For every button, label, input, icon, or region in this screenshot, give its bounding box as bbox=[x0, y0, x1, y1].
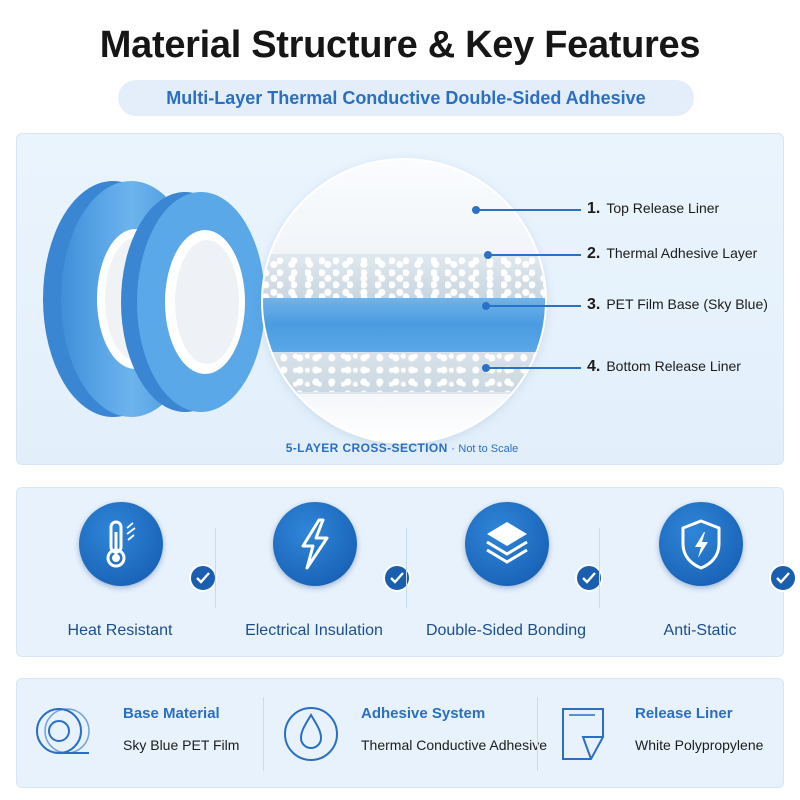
feature-label: Anti-Static bbox=[663, 622, 737, 639]
feature-double-sided-bonding: Double-Sided Bonding bbox=[421, 502, 603, 652]
callout-line bbox=[487, 254, 581, 256]
callout-2: 2.Thermal Adhesive Layer bbox=[484, 243, 787, 267]
feature-label: Electrical Insulation bbox=[245, 622, 383, 639]
shield-lightning-icon bbox=[681, 519, 721, 570]
spec-value: Thermal Conductive Adhesive bbox=[361, 737, 547, 753]
callout-line bbox=[475, 209, 581, 211]
feature-label: Heat Resistant bbox=[67, 622, 173, 639]
callout-label: 2.Thermal Adhesive Layer bbox=[587, 245, 758, 262]
layer-thermal-adhesive-top bbox=[263, 256, 545, 298]
feature-badge bbox=[79, 502, 217, 592]
feature-badge bbox=[273, 502, 411, 592]
spec-value: White Polypropylene bbox=[635, 737, 764, 753]
specs-panel: Base Material Sky Blue PET Film Adhesive… bbox=[16, 678, 784, 788]
spec-title: Release Liner bbox=[635, 705, 733, 722]
callout-label: 4.Bottom Release Liner bbox=[587, 358, 741, 375]
callout-4: 4.Bottom Release Liner bbox=[482, 356, 785, 380]
droplet-icon bbox=[284, 707, 338, 761]
layer-top-release-liner bbox=[263, 160, 545, 256]
peeling-sheet-icon bbox=[562, 708, 604, 760]
layers-icon bbox=[486, 522, 528, 564]
callout-label: 1.Top Release Liner bbox=[587, 200, 720, 217]
thermometer-icon bbox=[106, 520, 136, 568]
features-panel: Heat Resistant Electrical Insulation Dou bbox=[16, 487, 797, 657]
feature-electrical-insulation: Electrical Insulation bbox=[229, 502, 411, 652]
layer-bottom-release-liner bbox=[263, 392, 545, 442]
spec-value: Sky Blue PET Film bbox=[123, 737, 240, 753]
feature-heat-resistant: Heat Resistant bbox=[35, 502, 217, 652]
divider bbox=[537, 697, 538, 771]
divider bbox=[406, 528, 407, 608]
check-icon bbox=[769, 564, 797, 592]
callout-line bbox=[485, 305, 581, 307]
page-title: Material Structure & Key Features bbox=[99, 24, 701, 66]
callout-3: 3.PET Film Base (Sky Blue) bbox=[482, 294, 785, 318]
tape-roll-icon bbox=[36, 708, 90, 754]
divider bbox=[599, 528, 600, 608]
spec-title: Adhesive System bbox=[361, 705, 486, 722]
layer-pet-film bbox=[263, 298, 545, 352]
spec-title: Base Material bbox=[123, 705, 220, 722]
subtitle-pill: Multi-Layer Thermal Conductive Double-Si… bbox=[118, 80, 694, 116]
callout-line bbox=[485, 367, 581, 369]
feature-badge bbox=[659, 502, 797, 592]
callout-label: 3.PET Film Base (Sky Blue) bbox=[587, 296, 768, 313]
spec-base-material: Base Material Sky Blue PET Film bbox=[29, 693, 269, 777]
structure-panel: 1.Top Release Liner 2.Thermal Adhesive L… bbox=[16, 133, 784, 465]
divider bbox=[215, 528, 216, 608]
layer-thermal-adhesive-bottom bbox=[263, 352, 545, 392]
check-icon bbox=[575, 564, 603, 592]
check-icon bbox=[189, 564, 217, 592]
feature-badge bbox=[465, 502, 603, 592]
spec-release-liner: Release Liner White Polypropylene bbox=[555, 693, 781, 777]
lightning-icon bbox=[301, 518, 329, 570]
tape-rolls-image bbox=[43, 181, 265, 417]
callout-1: 1.Top Release Liner bbox=[472, 198, 785, 222]
divider bbox=[263, 697, 264, 771]
spec-adhesive-system: Adhesive System Thermal Conductive Adhes… bbox=[281, 693, 547, 777]
cross-section-circle bbox=[263, 160, 545, 442]
feature-anti-static: Anti-Static bbox=[615, 502, 797, 652]
cross-section-caption: 5-LAYER CROSS-SECTION · Not to Scale bbox=[285, 441, 519, 455]
feature-label: Double-Sided Bonding bbox=[425, 622, 587, 639]
